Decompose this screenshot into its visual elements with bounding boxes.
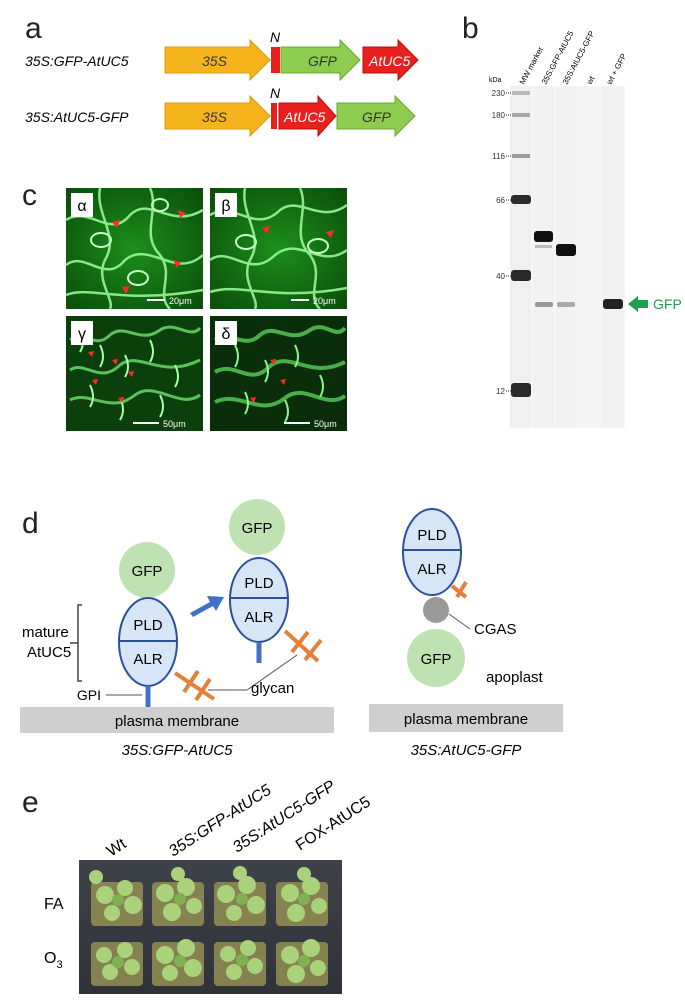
gfp-band-label: GFP	[653, 296, 682, 312]
marker-label-180: 180	[492, 111, 506, 120]
caption-right: 35S:AtUC5-GFP	[411, 742, 522, 759]
pld-label-right: PLD	[417, 527, 446, 544]
gfp-label-1: GFP	[308, 53, 337, 69]
marker-band-116	[512, 154, 530, 158]
row-label-o3: O3	[44, 950, 63, 971]
marker-band-12	[511, 383, 531, 397]
atuc5-domains-released	[229, 557, 289, 643]
marker-label-40: 40	[496, 272, 505, 281]
n-block-1	[271, 47, 280, 73]
band-free-gfp-2	[557, 302, 575, 307]
gel-unit-label: kDa	[489, 77, 502, 84]
micrograph-gamma: γ 50μm	[66, 316, 203, 431]
lane-label-4: wt	[584, 74, 597, 87]
alr-label-left: ALR	[133, 651, 162, 668]
n-block-2	[271, 103, 277, 129]
promoter-label-1: 35S	[202, 53, 228, 69]
panel-label-e: e	[22, 786, 39, 819]
atuc5-label-1: AtUC5	[368, 53, 410, 69]
membrane-label-right: plasma membrane	[404, 711, 528, 728]
marker-band-230	[512, 91, 530, 95]
construct-name-2: 35S:AtUC5-GFP	[25, 109, 129, 125]
gel-marker-labels: 230 180 116 66 40 12	[492, 89, 511, 396]
caption-left: 35S:GFP-AtUC5	[122, 742, 234, 759]
mature-label-2: AtUC5	[27, 644, 71, 661]
micrograph-delta: δ 50μm	[210, 316, 347, 431]
plant-col-gfp-atuc5: 35S:GFP-AtUC5	[166, 782, 275, 861]
atuc5-domains-right	[402, 508, 462, 596]
pld-label-released: PLD	[244, 575, 273, 592]
plasma-membrane-left	[20, 707, 334, 733]
marker-label-116: 116	[492, 152, 505, 161]
mature-label-1: mature	[22, 624, 69, 641]
gfp-circle-released	[229, 499, 285, 555]
scale-text-beta: 20μm	[313, 296, 336, 306]
scale-text-gamma: 50μm	[163, 419, 186, 429]
band-atuc5-gfp	[556, 244, 576, 256]
glycan-released	[283, 629, 323, 663]
gfp-circle-left	[119, 542, 175, 598]
pld-label-left: PLD	[133, 617, 162, 634]
gfp-arrow-1	[280, 38, 361, 82]
band-free-gfp-1	[535, 302, 553, 307]
atuc5-label-2: AtUC5	[283, 109, 325, 125]
scale-text-alpha: 20μm	[169, 296, 192, 306]
gfp-label-right: GFP	[421, 651, 452, 668]
plant-photo	[79, 860, 342, 994]
construct-name-1: 35S:GFP-AtUC5	[25, 53, 129, 69]
gfp-arrow-icon	[628, 296, 648, 312]
micrograph-label-delta: δ	[222, 326, 231, 343]
lane-label-5: wt + GFP	[604, 52, 628, 87]
panel-label-a: a	[25, 12, 42, 45]
atuc5-arrow-1	[362, 38, 419, 82]
plasma-membrane-right	[369, 704, 563, 732]
cgas-linker	[423, 597, 449, 623]
gfp-label-released: GFP	[242, 520, 273, 537]
marker-label-66: 66	[496, 196, 505, 205]
bracket	[70, 604, 82, 682]
micrograph-label-beta: β	[221, 198, 230, 215]
row-label-fa: FA	[44, 896, 64, 913]
cgas-label: CGAS	[474, 621, 517, 638]
marker-band-40	[511, 270, 531, 281]
membrane-label-left: plasma membrane	[115, 713, 239, 730]
gel-lane-labels: MW marker 35S:GFP-AtUC5 35S:AtUC5-GFP wt…	[518, 29, 629, 87]
glycan-label: glycan	[251, 680, 294, 697]
plant-col-wt: Wt	[104, 835, 130, 860]
promoter-arrow-1	[164, 38, 271, 82]
gfp-label-2: GFP	[362, 109, 391, 125]
marker-label-230: 230	[492, 89, 506, 98]
glycan-right	[450, 580, 468, 599]
alr-label-released: ALR	[244, 609, 273, 626]
gfp-label-left: GFP	[132, 563, 163, 580]
gel-image	[510, 86, 625, 428]
band-gfp-atuc5	[534, 231, 553, 242]
panel-label-b: b	[462, 12, 479, 45]
n-label-1: N	[270, 29, 281, 45]
micrograph-label-alpha: α	[77, 198, 86, 215]
atuc5-arrow-2	[278, 94, 337, 138]
micrograph-alpha: α 20μm	[65, 187, 204, 310]
plant-col-atuc5-gfp: 35S:AtUC5-GFP	[230, 778, 339, 857]
micrograph-beta: β 20μm	[209, 187, 348, 310]
promoter-arrow-2	[164, 94, 271, 138]
apoplast-label: apoplast	[486, 669, 544, 686]
release-arrow-icon	[190, 596, 224, 617]
promoter-label-2: 35S	[202, 109, 228, 125]
micrograph-label-gamma: γ	[78, 326, 86, 343]
n-label-2: N	[270, 85, 281, 101]
alr-label-right: ALR	[417, 561, 446, 578]
glycan-left	[173, 669, 216, 702]
gfp-circle-right	[407, 629, 465, 687]
gfp-arrow-2	[336, 94, 416, 138]
panel-label-d: d	[22, 507, 39, 540]
marker-label-12: 12	[496, 387, 505, 396]
marker-band-180	[512, 113, 530, 117]
gpi-label: GPI	[77, 687, 101, 703]
marker-band-66	[511, 195, 531, 204]
panel-label-c: c	[22, 179, 37, 212]
scale-text-delta: 50μm	[314, 419, 337, 429]
band-free-gfp-wt	[603, 299, 623, 309]
